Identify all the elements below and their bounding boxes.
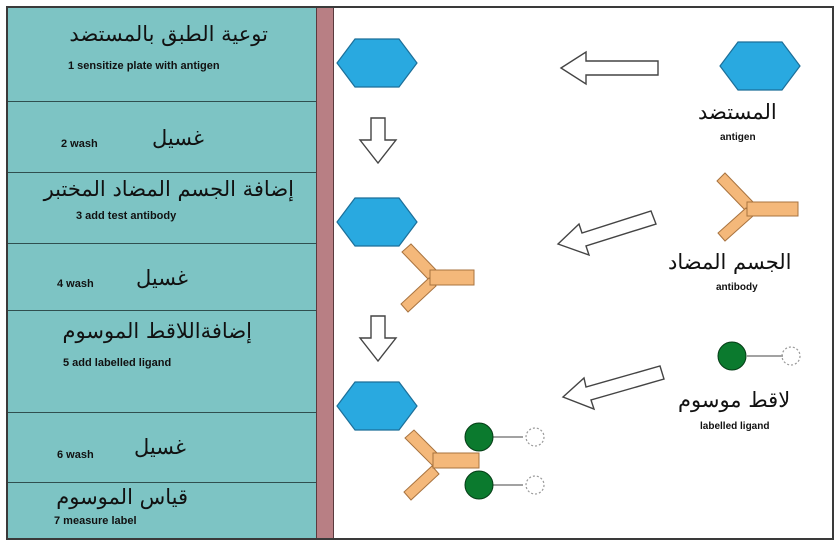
elisa-illustration [336, 38, 801, 501]
step-5-arabic: إضافةاللاقط الموسوم [62, 319, 252, 343]
step-1-english: 1 sensitize plate with antigen [68, 60, 220, 72]
bound-ligand-1-icon [464, 422, 545, 452]
step-5: إضافةاللاقط الموسوم 5 add labelled ligan… [8, 311, 316, 413]
legend-antigen-arabic: المستضد [698, 100, 777, 124]
left-arrow-1-icon [559, 50, 659, 86]
step-3-arabic: إضافة الجسم المضاد المختبر [43, 177, 294, 201]
step-2-english: 2 wash [61, 138, 98, 150]
step-2: غسيل 2 wash [8, 102, 316, 173]
bound-antibody-1-icon [400, 243, 475, 313]
step-6-english: 6 wash [57, 449, 94, 461]
bound-ligand-2-icon [464, 470, 545, 500]
left-arrow-3-icon [561, 365, 665, 411]
down-arrow-2-icon [358, 315, 398, 363]
step-5-english: 5 add labelled ligand [63, 357, 172, 369]
step-3-english: 3 add test antibody [76, 210, 177, 222]
legend-antibody-english: antibody [716, 282, 758, 293]
step-1: توعية الطبق بالمستضد 1 sensitize plate w… [8, 8, 316, 102]
legend-antigen-english: antigen [720, 132, 756, 143]
plate-antigen-1-icon [336, 38, 418, 88]
step-6: غسيل 6 wash [8, 413, 316, 483]
legend-antibody-arabic: الجسم المضاد [668, 250, 792, 274]
legend-ligand-icon [717, 341, 801, 371]
legend-antibody-icon [716, 172, 799, 242]
bound-antibody-2-icon [403, 429, 480, 501]
steps-panel: توعية الطبق بالمستضد 1 sensitize plate w… [8, 8, 316, 538]
down-arrow-1-icon [358, 117, 398, 165]
step-4-arabic: غسيل [136, 266, 188, 290]
step-4: غسيل 4 wash [8, 244, 316, 311]
elisa-diagram-frame: توعية الطبق بالمستضد 1 sensitize plate w… [6, 6, 834, 540]
plate-antigen-3-icon [336, 381, 418, 431]
legend-ligand-arabic: لاقط موسوم [678, 388, 791, 412]
step-6-arabic: غسيل [134, 435, 186, 459]
legend-ligand-english: labelled ligand [700, 421, 770, 432]
step-2-arabic: غسيل [152, 126, 204, 150]
step-7-english: 7 measure label [54, 515, 137, 527]
plate-divider-bar [316, 8, 334, 538]
plate-antigen-2-icon [336, 197, 418, 247]
step-7: قياس الموسوم 7 measure label [8, 483, 316, 538]
step-4-english: 4 wash [57, 278, 94, 290]
legend-antigen-icon [719, 41, 801, 91]
step-1-arabic: توعية الطبق بالمستضد [69, 22, 268, 46]
step-7-arabic: قياس الموسوم [56, 485, 188, 509]
left-arrow-2-icon [556, 210, 657, 257]
step-3: إضافة الجسم المضاد المختبر 3 add test an… [8, 173, 316, 244]
